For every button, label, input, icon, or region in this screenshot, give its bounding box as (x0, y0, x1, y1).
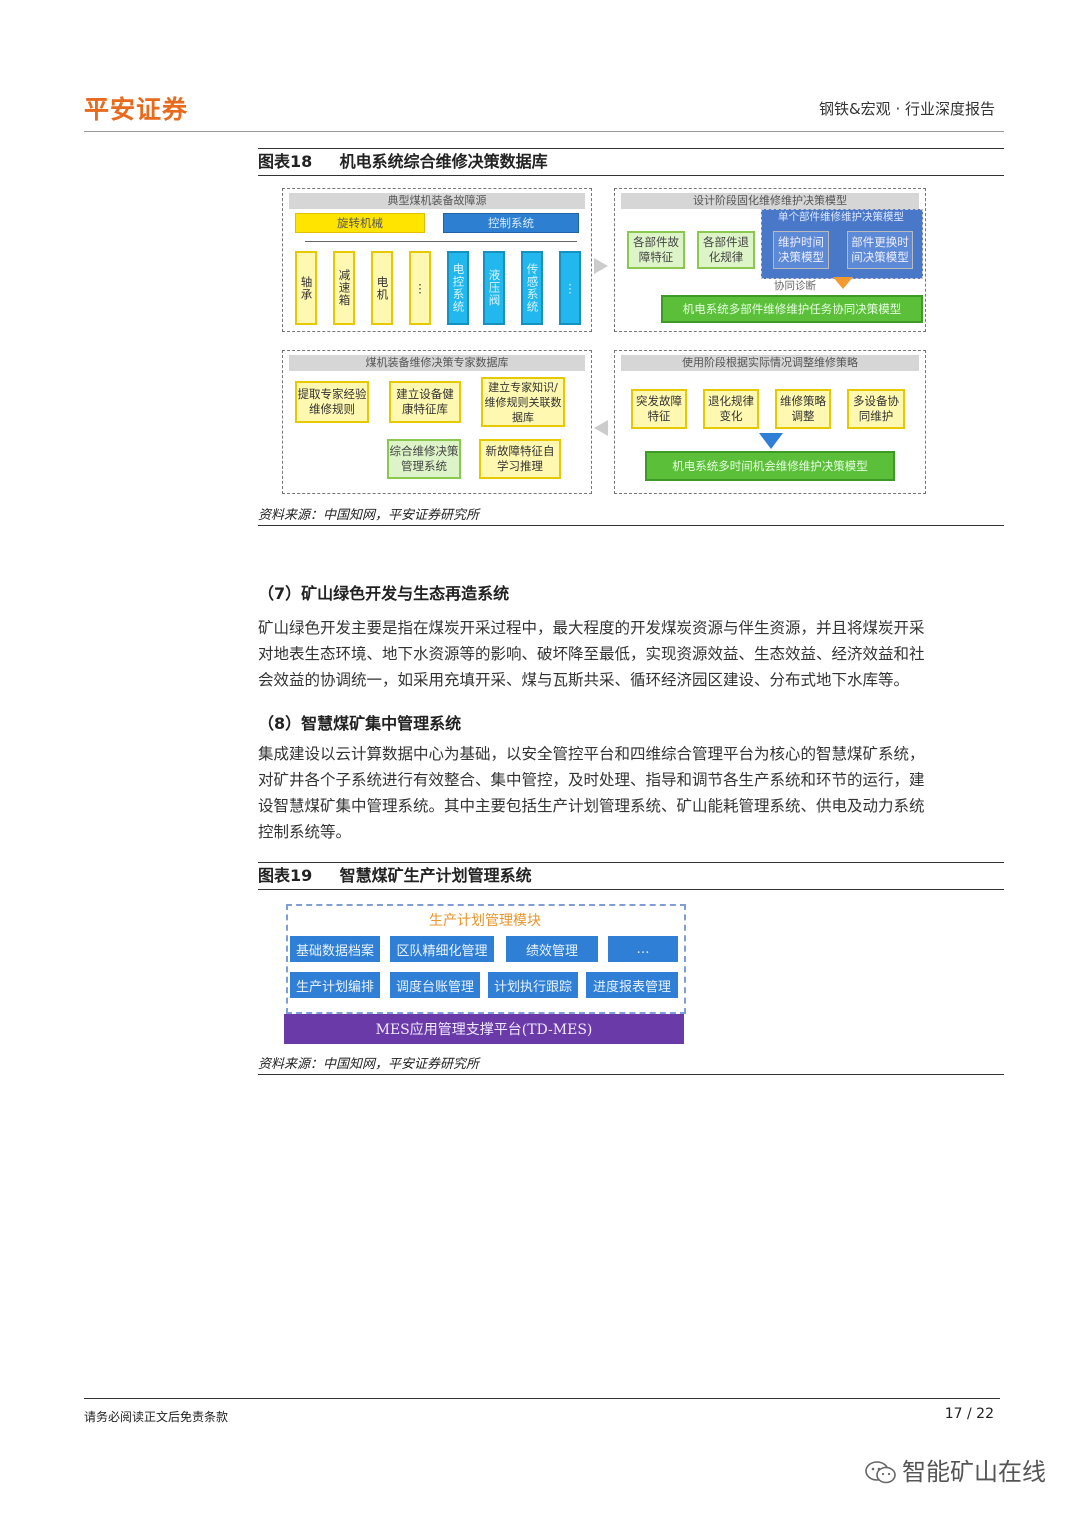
arrow-down-icon (833, 277, 853, 289)
panel-design-stage: 设计阶段固化维修维护决策模型 各部件故障特征 各部件退化规律 单个部件维修维护决… (614, 188, 926, 332)
wechat-icon (864, 1460, 898, 1486)
figure19-number: 图表19 (258, 866, 313, 885)
box-maintenance-time-model: 维护时间决策模型 (773, 231, 829, 269)
item-more-a: ⋮ (409, 251, 431, 325)
box-multi-component-model: 机电系统多部件维修维护任务协同决策模型 (661, 295, 923, 323)
figure18-number: 图表18 (258, 152, 313, 171)
module-title: 生产计划管理模块 (429, 913, 541, 929)
arrow-down-blue-icon (759, 433, 783, 449)
header-divider (84, 131, 1004, 132)
module-plan-scheduling: 生产计划编排 (290, 972, 380, 998)
module-performance: 绩效管理 (506, 936, 598, 962)
panel-usage-stage: 使用阶段根据实际情况调整维修策略 突发故障特征 退化规律变化 维修策略调整 多设… (614, 350, 926, 494)
box-degradation-change: 退化规律变化 (703, 389, 759, 429)
module-dispatch-ledger: 调度台账管理 (390, 972, 480, 998)
footer-divider (84, 1398, 1000, 1399)
module-basic-data: 基础数据档案 (290, 936, 380, 962)
item-bearing: 轴承 (295, 251, 317, 325)
box-sudden-fault: 突发故障特征 (631, 389, 687, 429)
box-strategy-adjust: 维修策略调整 (775, 389, 831, 429)
item-hydraulic-valve: 液压阀 (483, 251, 505, 325)
figure19-caption: 图表19 智慧煤矿生产计划管理系统 (258, 862, 1004, 890)
group-control-system: 控制系统 (443, 213, 579, 233)
figure19-source: 资料来源：中国知网，平安证券研究所 (258, 1056, 1004, 1075)
item-more-b: ⋮ (559, 251, 581, 325)
group-rotating-machinery: 旋转机械 (295, 213, 425, 233)
box-extract-expert-rules: 提取专家经验维修规则 (295, 381, 369, 423)
panel-usage-stage-title: 使用阶段根据实际情况调整维修策略 (621, 355, 919, 371)
figure19-diagram: 生产计划管理模块 基础数据档案 区队精细化管理 绩效管理 … 生产计划编排 调度… (284, 902, 686, 1044)
connector-line (305, 241, 577, 242)
item-motor: 电机 (371, 251, 393, 325)
item-sensor-system: 传感系统 (521, 251, 543, 325)
module-more: … (608, 936, 678, 962)
box-health-feature-db: 建立设备健康特征库 (389, 381, 461, 423)
coop-diagnosis-label: 协同诊断 (774, 279, 816, 292)
arrow-right-icon (594, 258, 608, 274)
mes-platform: MES应用管理支撑平台(TD-MES) (284, 1014, 684, 1044)
box-multi-time-opportunity-model: 机电系统多时间机会维修维护决策模型 (645, 451, 895, 481)
panel-design-stage-title: 设计阶段固化维修维护决策模型 (621, 193, 919, 209)
figure18-diagram: 典型煤机装备故障源 旋转机械 控制系统 轴承 减速箱 电机 ⋮ 电控系统 液压阀… (280, 186, 928, 496)
panel-expert-database-title: 煤机装备维修决策专家数据库 (289, 355, 585, 371)
report-type: 钢铁&宏观 · 行业深度报告 (818, 100, 995, 118)
paragraph-line: 对地表生态环境、地下水资源等的影响、破坏降至最低，实现资源效益、生态效益、经济效… (258, 645, 925, 663)
box-integrated-decision-system: 综合维修决策管理系统 (387, 439, 461, 479)
paragraph-line: 控制系统等。 (258, 823, 352, 841)
item-electric-control: 电控系统 (447, 251, 469, 325)
production-plan-module (286, 904, 686, 1014)
panel-fault-sources: 典型煤机装备故障源 旋转机械 控制系统 轴承 减速箱 电机 ⋮ 电控系统 液压阀… (282, 188, 592, 332)
paragraph-line: 矿山绿色开发主要是指在煤炭开采过程中，最大程度的开发煤炭资源与伴生资源，并且将煤… (258, 619, 925, 637)
figure18-source: 资料来源：中国知网，平安证券研究所 (258, 507, 1004, 526)
arrow-left-icon (594, 420, 608, 436)
watermark-text: 智能矿山在线 (902, 1458, 1046, 1486)
module-plan-tracking: 计划执行跟踪 (488, 972, 578, 998)
figure18-caption: 图表18 机电系统综合维修决策数据库 (258, 148, 1004, 176)
section8-paragraph: 集成建设以云计算数据中心为基础，以安全管控平台和四维综合管理平台为核心的智慧煤矿… (258, 741, 1004, 845)
brand-logo: 平安证券 (84, 95, 189, 124)
box-replacement-time-model: 部件更换时间决策模型 (847, 231, 913, 269)
box-multi-device-maintenance: 多设备协同维护 (847, 389, 905, 429)
disclaimer-link[interactable]: 请务必阅读正文后免责条款 (84, 1410, 229, 1424)
paragraph-line: 集成建设以云计算数据中心为基础，以安全管控平台和四维综合管理平台为核心的智慧煤矿… (258, 745, 925, 763)
section8-heading: （8）智慧煤矿集中管理系统 (258, 714, 462, 733)
figure18-title: 机电系统综合维修决策数据库 (339, 152, 548, 171)
panel-expert-database: 煤机装备维修决策专家数据库 提取专家经验维修规则 建立设备健康特征库 建立专家知… (282, 350, 592, 494)
paragraph-line: 设智慧煤矿集中管理系统。其中主要包括生产计划管理系统、矿山能耗管理系统、供电及动… (258, 797, 925, 815)
panel-fault-sources-title: 典型煤机装备故障源 (289, 193, 585, 209)
module-team-management: 区队精细化管理 (390, 936, 494, 962)
module-progress-report: 进度报表管理 (586, 972, 678, 998)
page-number: 17 / 22 (944, 1406, 994, 1422)
box-expert-knowledge-db: 建立专家知识/维修规则关联数据库 (481, 377, 565, 427)
box-fault-self-learning: 新故障特征自学习推理 (479, 439, 561, 479)
box-component-fault-features: 各部件故障特征 (627, 231, 685, 269)
paragraph-line: 对矿井各个子系统进行有效整合、集中管控，及时处理、指导和调节各生产系统和环节的运… (258, 771, 925, 789)
section7-paragraph: 矿山绿色开发主要是指在煤炭开采过程中，最大程度的开发煤炭资源与伴生资源，并且将煤… (258, 615, 1004, 693)
box-component-degradation: 各部件退化规律 (697, 231, 755, 269)
paragraph-line: 会效益的协调统一，如采用充填开采、煤与瓦斯共采、循环经济园区建设、分布式地下水库… (258, 671, 910, 689)
single-component-model-title: 单个部件维修维护决策模型 (778, 210, 904, 223)
item-gearbox: 减速箱 (333, 251, 355, 325)
watermark: 智能矿山在线 (864, 1452, 1046, 1487)
figure19-title: 智慧煤矿生产计划管理系统 (339, 866, 532, 885)
section7-heading: （7）矿山绿色开发与生态再造系统 (258, 584, 510, 603)
